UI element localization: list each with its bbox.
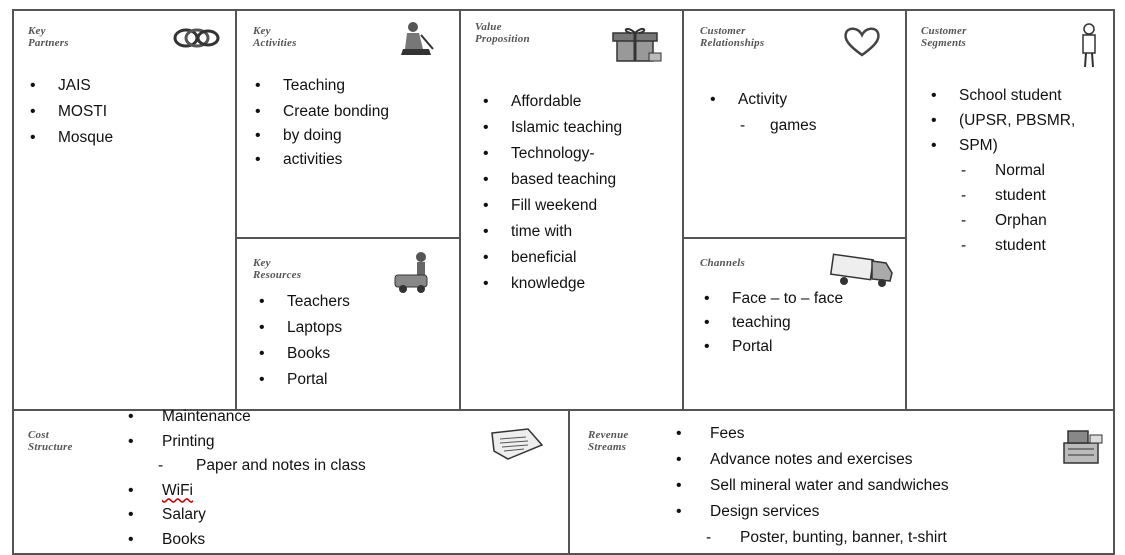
- list-item-continuation: based teaching: [481, 167, 622, 193]
- list-subitem: Paper and notes in class: [126, 454, 366, 479]
- list-item: Teachers: [257, 289, 350, 315]
- list-item: by doing: [253, 123, 389, 149]
- list-item: Fill weekend: [481, 193, 622, 219]
- list-item: School student: [929, 83, 1075, 108]
- list-subitem-continuation: student: [929, 233, 1075, 258]
- list-item: Islamic teaching: [481, 115, 622, 141]
- list-item-continuation: (UPSR, PBSMR,: [929, 108, 1075, 133]
- list-subitem-continuation: student: [929, 183, 1075, 208]
- list-item-continuation: teaching: [702, 311, 843, 335]
- list-item: MOSTI: [28, 99, 113, 125]
- list-item: Face – to – face: [702, 287, 843, 311]
- list-subitem: games: [708, 113, 817, 139]
- list-item-continuation: beneficial: [481, 245, 622, 271]
- heart-icon: [844, 27, 880, 57]
- list-item-continuation: SPM): [929, 133, 1075, 158]
- list-item: Affordable: [481, 89, 622, 115]
- person-icon: [1082, 23, 1096, 68]
- factory-worker-icon: [394, 252, 428, 293]
- linked-rings-icon: [173, 28, 220, 48]
- wifi-text: WiFi: [162, 481, 193, 499]
- list-item: Sell mineral water and sandwiches: [674, 473, 949, 499]
- list-item: Portal: [702, 335, 843, 359]
- channels-list: Face – to – face teaching Portal: [702, 287, 843, 359]
- list-item-continuation: knowledge: [481, 271, 622, 297]
- key-activities-list: Teaching Create bonding by doing activit…: [253, 73, 389, 173]
- list-item: Portal: [257, 367, 350, 393]
- list-item: Design services: [674, 499, 949, 525]
- delivery-truck-icon: [829, 253, 893, 287]
- customer-relationships-list: Activity games: [708, 87, 817, 139]
- list-item: Activity: [708, 87, 817, 113]
- key-resources-list: Teachers Laptops Books Portal: [257, 289, 350, 393]
- list-item: Create bonding: [253, 99, 389, 125]
- list-item: Technology-: [481, 141, 622, 167]
- list-item: activities: [253, 147, 389, 173]
- list-item: WiFi: [126, 479, 366, 504]
- key-partners-list: JAIS MOSTI Mosque: [28, 73, 113, 151]
- list-item: Books: [257, 341, 350, 367]
- gift-box-icon: [612, 27, 662, 62]
- channels-block: Channels Face – to – face teaching Porta…: [682, 237, 907, 411]
- value-proposition-list: Affordable Islamic teaching Technology- …: [481, 89, 622, 297]
- customer-segments-list: School student (UPSR, PBSMR, SPM) Normal…: [929, 83, 1075, 258]
- list-item: Fees: [674, 421, 949, 447]
- list-item: Advance notes and exercises: [674, 447, 949, 473]
- cash-register-icon: [1063, 430, 1103, 464]
- list-subitem: Poster, bunting, banner, t-shirt: [674, 525, 949, 551]
- worker-icon: [401, 22, 434, 55]
- list-item: Teaching: [253, 73, 389, 99]
- list-subitem: Normal: [929, 158, 1075, 183]
- list-item: Maintenance: [126, 405, 366, 430]
- list-item: Mosque: [28, 125, 113, 151]
- revenue-streams-list: Fees Advance notes and exercises Sell mi…: [674, 421, 949, 551]
- channels-title: Channels: [700, 257, 746, 269]
- price-tag-icon: [491, 428, 544, 460]
- list-subitem: Orphan: [929, 208, 1075, 233]
- cost-structure-list: Maintenance Printing Paper and notes in …: [126, 405, 366, 552]
- list-item: Salary: [126, 503, 366, 528]
- list-item-continuation: time with: [481, 219, 622, 245]
- list-item: JAIS: [28, 73, 113, 99]
- list-item: Laptops: [257, 315, 350, 341]
- list-item: Printing: [126, 430, 366, 455]
- list-item: Books: [126, 528, 366, 553]
